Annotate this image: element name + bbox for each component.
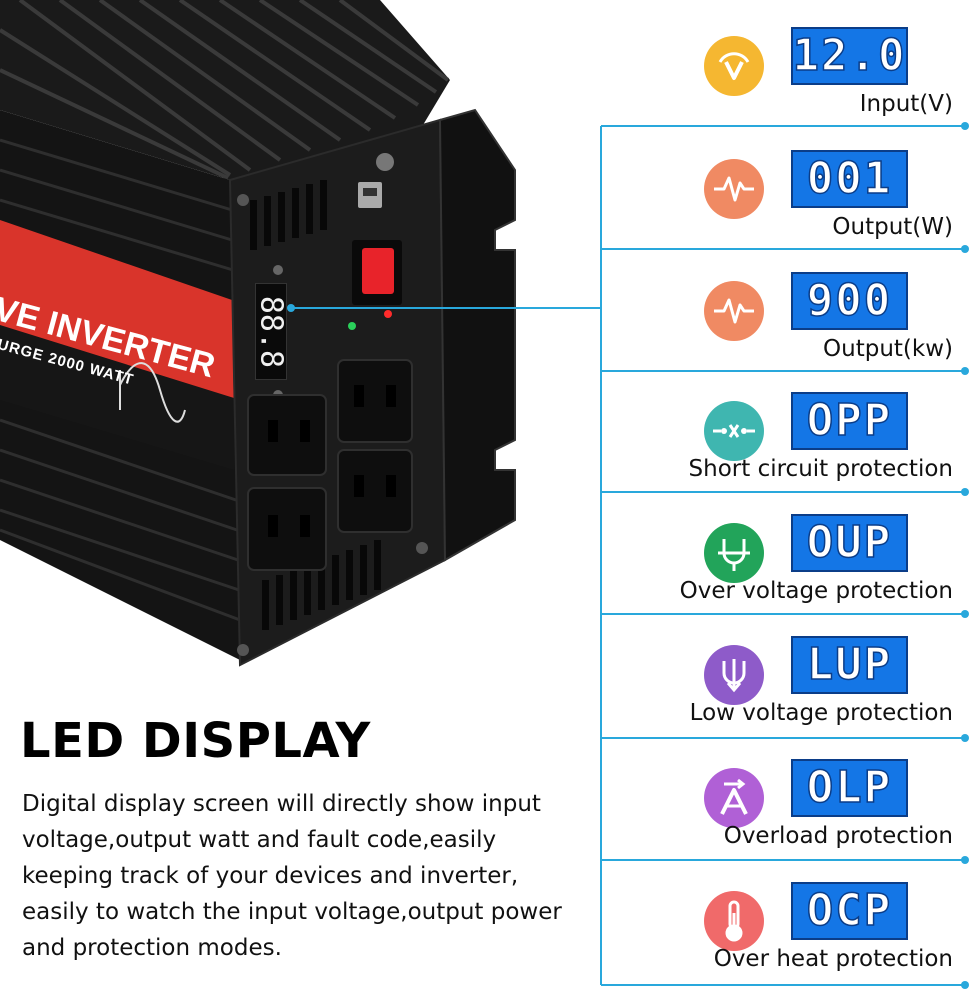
- led-display-description: Digital display screen will directly sho…: [22, 791, 562, 961]
- short-circuit-icon: [704, 401, 764, 461]
- feature-display: 12.0: [791, 27, 908, 85]
- inverter-drawing: [0, 0, 516, 667]
- feature-display-value: OUP: [806, 517, 893, 568]
- feature-display: OPP: [791, 392, 908, 450]
- feature-display: 001: [791, 150, 908, 208]
- feature-label: Over voltage protection: [679, 578, 953, 604]
- feature-label: Over heat protection: [713, 946, 953, 972]
- feature-output-watt: 001 Output(W): [593, 143, 953, 243]
- feature-label: Short circuit protection: [688, 456, 953, 482]
- feature-display-value: LUP: [806, 639, 893, 690]
- unit-led-display: 88.8: [254, 283, 289, 380]
- feature-output-kw: 900 Output(kw): [593, 265, 953, 365]
- feature-short-circuit: OPP Short circuit protection: [593, 385, 953, 485]
- low-voltage-icon: [704, 645, 764, 705]
- thermometer-icon: [704, 891, 764, 951]
- feature-display: LUP: [791, 636, 908, 694]
- feature-label: Output(kw): [823, 336, 953, 362]
- inverter-product-image: VE INVERTER URGE 2000 WATT 88.8: [0, 0, 600, 700]
- feature-label: Input(V): [859, 91, 953, 117]
- feature-over-voltage: OUP Over voltage protection: [593, 507, 953, 607]
- voltage-icon: [704, 36, 764, 96]
- waveform-icon: [704, 159, 764, 219]
- feature-display: 900: [791, 272, 908, 330]
- feature-input-voltage: 12.0 Input(V): [593, 20, 953, 120]
- overload-icon: [704, 768, 764, 828]
- waveform-icon: [704, 281, 764, 341]
- feature-display-value: 12.0: [792, 30, 907, 81]
- feature-over-heat: OCP Over heat protection: [593, 875, 953, 975]
- feature-low-voltage: LUP Low voltage protection: [593, 629, 953, 729]
- feature-label: Output(W): [832, 214, 953, 240]
- feature-display: OLP: [791, 759, 908, 817]
- over-voltage-icon: [704, 523, 764, 583]
- feature-overload: OLP Overload protection: [593, 752, 953, 852]
- feature-display-value: 001: [806, 153, 893, 204]
- feature-display-value: 900: [806, 275, 893, 326]
- feature-display-value: OCP: [806, 885, 893, 936]
- led-display-heading: LED DISPLAY: [20, 713, 371, 769]
- feature-display: OCP: [791, 882, 908, 940]
- feature-display-value: OPP: [806, 395, 893, 446]
- feature-label: Overload protection: [723, 823, 953, 849]
- feature-display-value: OLP: [806, 762, 893, 813]
- feature-label: Low voltage protection: [689, 700, 953, 726]
- feature-display: OUP: [791, 514, 908, 572]
